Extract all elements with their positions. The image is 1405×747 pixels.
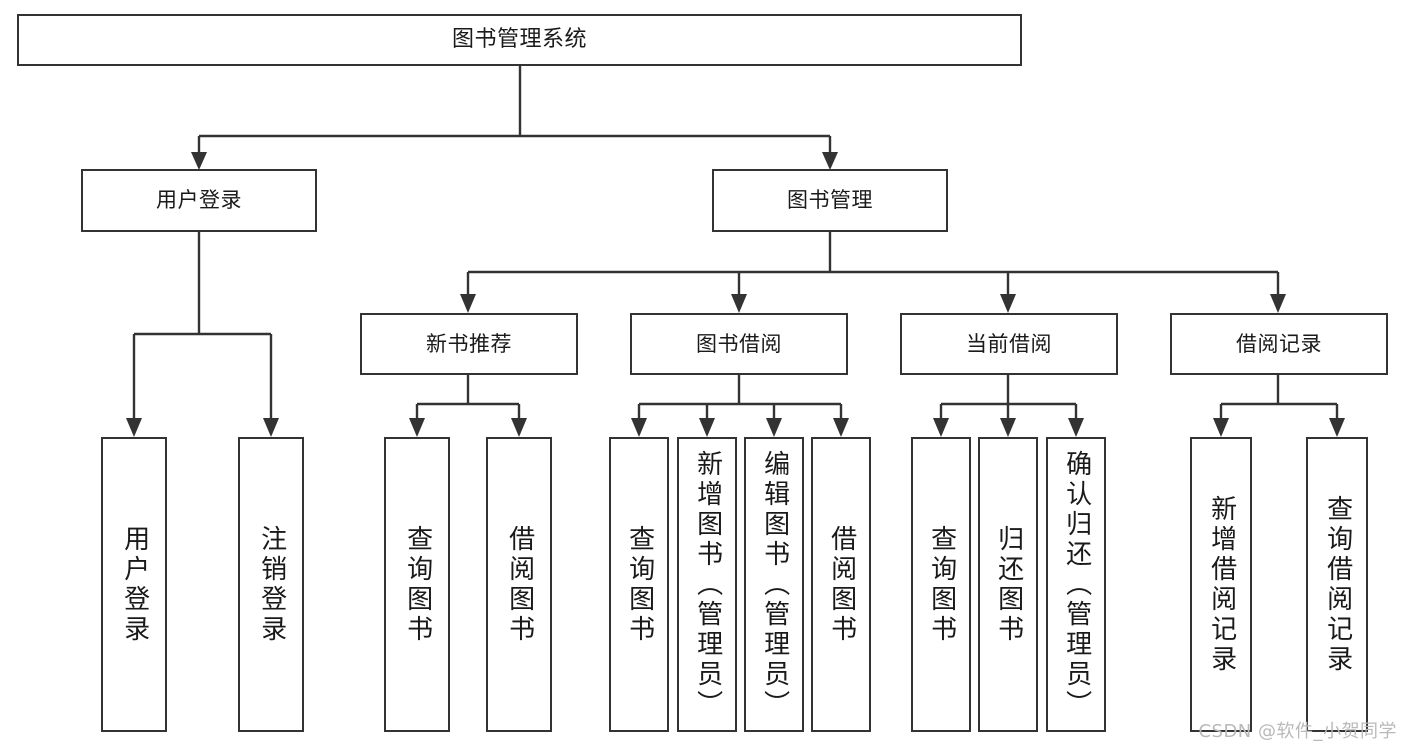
leaf-label: 注销登录: [256, 524, 287, 645]
node-user-login[interactable]: 用户登录: [81, 169, 317, 232]
node-label: 当前借阅: [966, 331, 1052, 356]
leaf-query-borrow-record[interactable]: 查询借阅记录: [1306, 437, 1368, 732]
node-label: 图书管理系统: [451, 27, 587, 53]
leaf-borrow-book-recommend[interactable]: 借阅图书: [486, 437, 552, 732]
leaf-query-book-current[interactable]: 查询图书: [911, 437, 971, 732]
leaf-label: 归还图书: [993, 524, 1024, 645]
node-label: 新书推荐: [426, 331, 512, 356]
node-label: 用户登录: [156, 188, 242, 213]
node-label: 图书管理: [787, 188, 873, 213]
leaf-label: 查询图书: [926, 524, 957, 645]
leaf-label: 新增图书（管理员）: [692, 449, 723, 720]
leaf-return-book[interactable]: 归还图书: [978, 437, 1038, 732]
node-new-book-recommend[interactable]: 新书推荐: [360, 313, 578, 375]
leaf-label: 借阅图书: [504, 524, 535, 645]
node-label: 借阅记录: [1236, 331, 1322, 356]
leaf-label: 借阅图书: [826, 524, 857, 645]
leaf-borrow-book[interactable]: 借阅图书: [811, 437, 871, 732]
leaf-label: 用户登录: [119, 524, 150, 645]
csdn-watermark: CSDN @软件_小贺同学: [1198, 721, 1397, 742]
leaf-add-book[interactable]: 新增图书（管理员）: [677, 437, 737, 732]
leaf-label: 确认归还（管理员）: [1061, 449, 1092, 720]
leaf-edit-book[interactable]: 编辑图书（管理员）: [744, 437, 804, 732]
node-book-management[interactable]: 图书管理: [712, 169, 948, 232]
leaf-user-login[interactable]: 用户登录: [101, 437, 167, 732]
node-root-book-management-system[interactable]: 图书管理系统: [17, 14, 1022, 66]
node-book-borrow[interactable]: 图书借阅: [630, 313, 848, 375]
leaf-query-book-borrow[interactable]: 查询图书: [609, 437, 669, 732]
leaf-label: 编辑图书（管理员）: [759, 449, 790, 720]
leaf-label: 新增借阅记录: [1206, 494, 1237, 675]
leaf-label: 查询图书: [624, 524, 655, 645]
leaf-label: 查询图书: [402, 524, 433, 645]
leaf-confirm-return[interactable]: 确认归还（管理员）: [1046, 437, 1106, 732]
leaf-query-book-recommend[interactable]: 查询图书: [384, 437, 450, 732]
node-borrow-record[interactable]: 借阅记录: [1170, 313, 1388, 375]
node-current-borrow[interactable]: 当前借阅: [900, 313, 1118, 375]
leaf-add-borrow-record[interactable]: 新增借阅记录: [1190, 437, 1252, 732]
node-label: 图书借阅: [696, 331, 782, 356]
leaf-label: 查询借阅记录: [1322, 494, 1353, 675]
leaf-logout-login[interactable]: 注销登录: [238, 437, 304, 732]
